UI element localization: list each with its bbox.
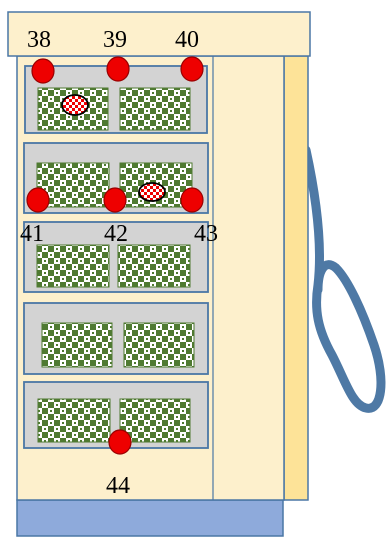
cabinet-side-panel (283, 55, 309, 501)
checkered-marker (61, 94, 89, 116)
label-42: 42 (104, 221, 128, 247)
label-39: 39 (103, 27, 127, 53)
point-marker-39 (106, 56, 130, 82)
module-tile (119, 398, 191, 443)
module-tile (37, 398, 111, 443)
point-marker-41 (26, 187, 50, 213)
module-tile (41, 322, 113, 368)
drawer-4 (23, 302, 209, 375)
drawer-3 (23, 221, 209, 293)
label-43: 43 (194, 221, 218, 247)
point-marker-43 (180, 187, 204, 213)
cable-loop (301, 145, 386, 413)
label-41: 41 (20, 221, 44, 247)
cabinet-base (16, 499, 284, 537)
module-tile (36, 244, 110, 288)
cabinet-top-cap (7, 11, 311, 57)
point-marker-40 (180, 56, 204, 82)
checkered-marker (138, 182, 166, 202)
module-tile (119, 87, 191, 131)
point-marker-42 (103, 187, 127, 213)
module-tile (123, 322, 195, 368)
module-tile (117, 244, 191, 288)
label-44: 44 (106, 473, 130, 499)
point-marker-44 (108, 429, 132, 455)
point-marker-38 (31, 58, 55, 84)
label-38: 38 (27, 27, 51, 53)
label-40: 40 (175, 27, 199, 53)
